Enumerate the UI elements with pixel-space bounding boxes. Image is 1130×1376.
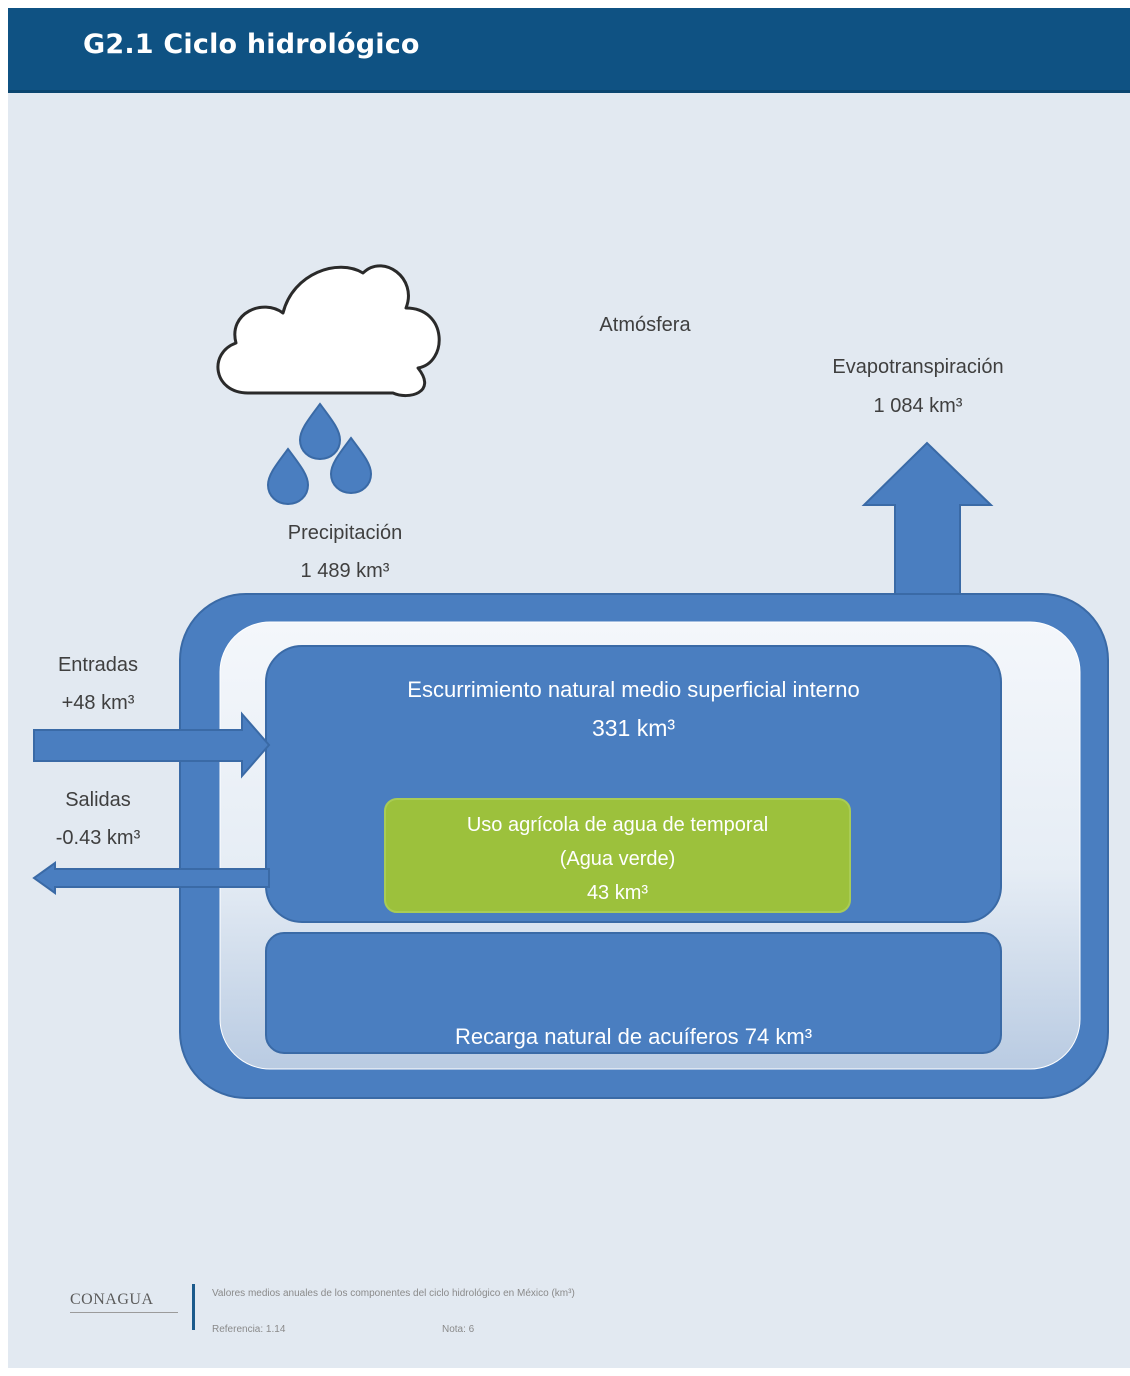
- precipitation-label: Precipitación: [287, 522, 403, 544]
- surface-runoff-value: 331 km³: [591, 715, 676, 741]
- logo-underline: [70, 1312, 178, 1316]
- raindrop-icon: [298, 402, 342, 461]
- cloud-icon: [216, 264, 441, 398]
- green-water-value: 43 km³: [586, 882, 649, 904]
- outflow-arrow: [32, 861, 270, 895]
- page-title: G2.1 Ciclo hidrológico: [83, 29, 420, 60]
- footer-divider: [192, 1284, 195, 1330]
- evapotranspiration-label: Evapotranspiración: [832, 356, 1004, 378]
- footer-caption: Valores medios anuales de los componente…: [212, 1288, 575, 1299]
- precipitation-value: 1 489 km³: [300, 560, 390, 582]
- surface-runoff-label: Escurrimiento natural medio superficial …: [407, 677, 860, 702]
- aquifer-recharge-box: [265, 932, 1002, 1054]
- aquifer-recharge-label: Recarga natural de acuíferos 74 km³: [454, 1024, 813, 1049]
- green-water-label: Uso agrícola de agua de temporal: [466, 814, 769, 836]
- inflows-label: Entradas: [57, 654, 139, 676]
- green-water-sublabel: (Agua verde): [559, 848, 676, 870]
- inflows-value: +48 km³: [61, 692, 135, 714]
- page: G2.1 Ciclo hidrológico: [8, 8, 1130, 1368]
- inflow-arrow: [33, 711, 271, 779]
- raindrop-icon: [266, 447, 310, 506]
- evapotranspiration-arrow: [861, 441, 994, 601]
- header-bar: G2.1 Ciclo hidrológico: [8, 8, 1130, 93]
- outflows-value: -0.43 km³: [55, 827, 141, 849]
- hydrological-cycle-diagram: [32, 264, 1109, 1099]
- footer-reference: Referencia: 1.14: [212, 1324, 286, 1335]
- atmosphere-label: Atmósfera: [599, 314, 691, 336]
- raindrop-icon: [329, 436, 373, 495]
- footer-note: Nota: 6: [442, 1324, 475, 1335]
- conagua-logo: CONAGUA: [70, 1291, 154, 1308]
- green-water-box: [384, 798, 851, 913]
- evapotranspiration-value: 1 084 km³: [873, 395, 963, 417]
- outflows-label: Salidas: [65, 789, 131, 811]
